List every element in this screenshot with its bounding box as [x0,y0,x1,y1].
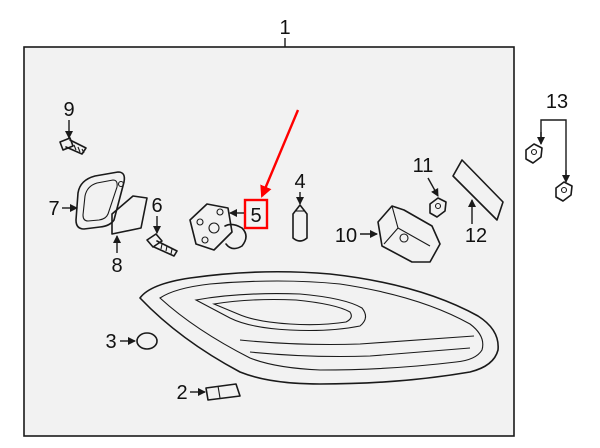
part-3-plug [136,332,158,350]
callout-1: 1 [279,17,290,39]
callout-13: 13 [546,91,568,113]
part-10-bracket [377,205,441,263]
tail-lamp-body [139,270,499,385]
highlight-arrow [260,109,300,198]
callout-5-highlight-box [243,198,269,230]
part-8-lens [111,195,148,235]
part-13-fastener-b [555,181,573,202]
part-2-clip [205,383,241,401]
callout-8: 8 [111,255,122,277]
callout-2: 2 [176,382,187,404]
callout-4: 4 [294,171,305,193]
leader-13 [540,119,567,180]
callout-10: 10 [335,225,357,247]
part-6-screw [146,233,178,257]
assembly-frame [23,46,515,437]
callout-5: 5 [250,205,261,227]
part-7-gasket-frame [75,171,126,230]
part-13-fastener-a [525,143,543,164]
callout-12: 12 [465,225,487,247]
leader-11 [427,177,439,197]
callout-6: 6 [151,195,162,217]
part-4-wedge-bulb [292,204,308,242]
callout-7: 7 [48,198,59,220]
part-11-fastener [429,197,447,218]
callout-11: 11 [413,155,434,177]
part-12-reflector [452,159,504,221]
part-9-bolt [59,137,87,155]
callout-9: 9 [63,99,74,121]
part-5-bulb-socket [189,203,247,251]
callout-3: 3 [105,331,116,353]
